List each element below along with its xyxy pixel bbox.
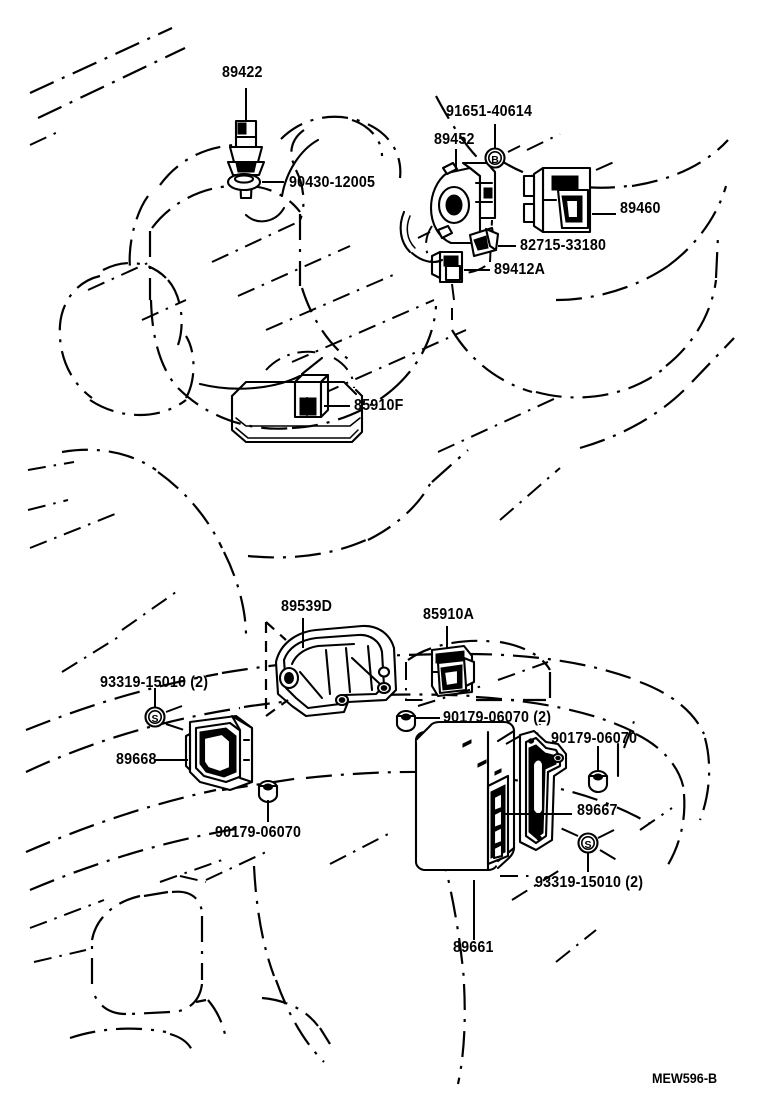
part-89661-ecu[interactable] (414, 720, 516, 872)
upper-leader-lines (245, 88, 616, 407)
label-91651-40614: 91651-40614 (446, 103, 533, 120)
svg-text:S: S (151, 713, 158, 725)
symbol-screw-93319-15010-left[interactable]: S (144, 688, 185, 731)
label-90179-06070-2: 90179-06070 (2) (443, 709, 552, 726)
label-89661: 89661 (453, 939, 494, 956)
lower-leader-lines (154, 618, 572, 940)
part-89539D-bracket[interactable] (264, 621, 398, 718)
part-89412A-connector[interactable] (399, 210, 464, 320)
part-82715-33180-clamp[interactable] (468, 226, 500, 258)
label-85910A: 85910A (423, 606, 475, 623)
label-89422: 89422 (222, 64, 263, 81)
label-89412A: 89412A (494, 261, 546, 278)
symbol-bolt-91651-40614[interactable]: B (484, 124, 561, 169)
svg-text:S: S (584, 839, 591, 851)
label-90430-12005: 90430-12005 (289, 174, 376, 191)
symbol-screw-93319-15010-right[interactable]: S (555, 825, 621, 872)
label-93319-15010-right: 93319-15010 (2) (535, 874, 644, 891)
nut-90179-06070-left[interactable] (257, 779, 279, 822)
nut-90179-06070-upper-left[interactable] (395, 709, 440, 733)
sheet-code: MEW596-B (652, 1070, 718, 1086)
part-89667-bracket-right[interactable] (518, 729, 568, 852)
part-89460-air-flow-meter-connector[interactable] (522, 161, 615, 234)
part-89668-bracket-left[interactable] (184, 714, 279, 822)
label-89668: 89668 (116, 751, 157, 768)
label-82715-33180: 82715-33180 (520, 237, 607, 254)
upper-context-outlines (27, 26, 735, 637)
label-90179-06070-left: 90179-06070 (215, 824, 302, 841)
part-90430-12005-gasket[interactable] (226, 172, 262, 192)
label-89452: 89452 (434, 131, 475, 148)
part-85910F-relay[interactable] (230, 350, 364, 444)
label-89539D: 89539D (281, 598, 333, 615)
label-89460: 89460 (620, 200, 661, 217)
nut-90179-06070-right[interactable] (587, 742, 620, 794)
label-89667: 89667 (577, 802, 618, 819)
part-85910A-relay-connector[interactable] (405, 639, 552, 707)
svg-text:B: B (491, 154, 499, 166)
label-85910F: 85910F (354, 397, 404, 414)
label-90179-06070-right: 90179-06070 (551, 730, 638, 747)
label-93319-15010-left: 93319-15010 (2) (100, 674, 209, 691)
part-89452-throttle-position-sensor[interactable] (417, 161, 497, 274)
